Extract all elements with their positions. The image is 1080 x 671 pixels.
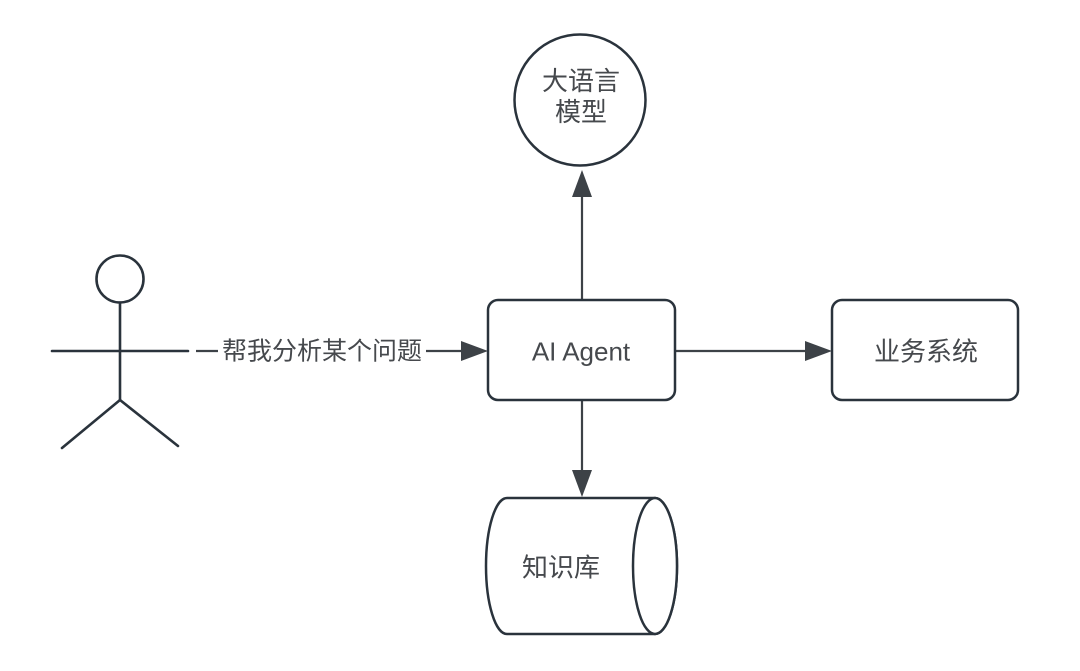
arrowhead-up-icon — [572, 170, 592, 197]
arrowhead-right-icon — [805, 341, 832, 361]
edge-agent-to-llm[interactable] — [572, 170, 592, 300]
cylinder-face — [631, 496, 679, 636]
business-system-label: 业务系统 — [873, 336, 979, 367]
llm-label: 大语言 模型 — [542, 66, 620, 128]
business-system-node[interactable] — [830, 298, 1020, 402]
user-request-label: 帮我分析某个问题 — [217, 336, 427, 368]
actor-left-leg — [60, 398, 122, 450]
ai-agent-label: AI Agent — [531, 336, 631, 367]
edge-agent-to-knowledge[interactable] — [572, 400, 592, 497]
edge-agent-to-business[interactable] — [675, 341, 832, 361]
llm-label-line2: 模型 — [554, 97, 608, 127]
arrowhead-right-icon — [461, 341, 488, 361]
knowledge-base-label: 知识库 — [521, 552, 601, 583]
arrowhead-down-icon — [572, 470, 592, 497]
llm-label-line1: 大语言 — [541, 66, 621, 96]
llm-node[interactable] — [513, 33, 647, 167]
ai-agent-node[interactable] — [486, 298, 677, 402]
actor-head — [95, 254, 145, 304]
actor-right-leg — [118, 398, 180, 448]
actor-node[interactable] — [50, 254, 190, 450]
knowledge-base-node[interactable] — [484, 496, 679, 636]
